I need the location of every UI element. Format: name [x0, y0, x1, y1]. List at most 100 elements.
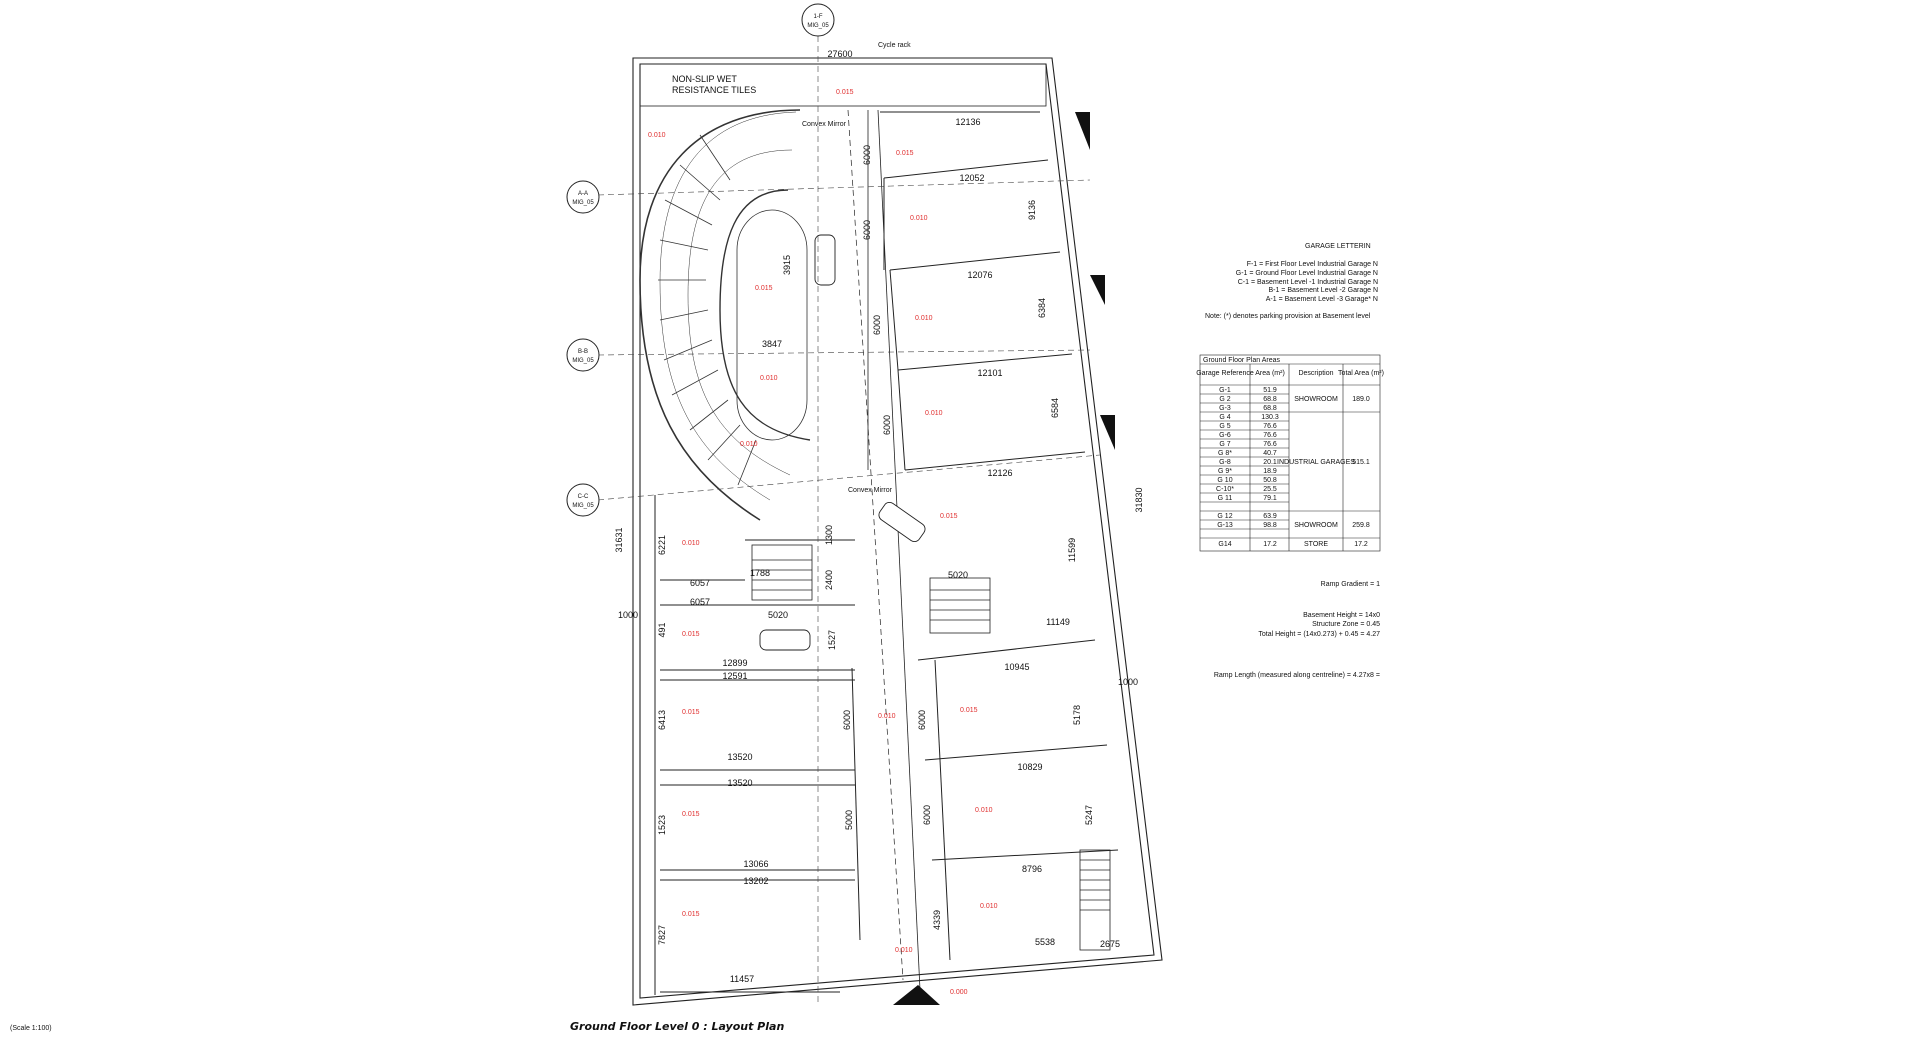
level-marker: 0.015 — [682, 631, 700, 638]
table-header: Garage Reference — [1196, 370, 1254, 377]
legend-note: Note: (*) denotes parking provision at B… — [1205, 313, 1371, 320]
table-cell: G 12 — [1217, 513, 1232, 520]
level-marker: 0.010 — [760, 375, 778, 382]
dimension-label: 2400 — [824, 570, 834, 590]
ramp-gradient: Ramp Gradient = 1 — [1321, 581, 1380, 588]
grid-bubble-letter: 1-F — [814, 14, 823, 20]
dimension-label: 6000 — [862, 145, 872, 165]
dimension-label: 1000 — [618, 610, 638, 620]
level-marker: 0.010 — [682, 540, 700, 547]
dimension-label: 3915 — [782, 255, 792, 275]
table-cell: G 2 — [1219, 396, 1230, 403]
table-cell: 50.8 — [1263, 477, 1277, 484]
dimension-label: 6384 — [1037, 298, 1047, 318]
area-table: Ground Floor Plan Areas Garage Reference… — [1196, 354, 1384, 552]
dimension-label: 6413 — [657, 710, 667, 730]
dimension-label: 11149 — [1046, 617, 1070, 627]
table-group-description: SHOWROOM — [1294, 396, 1338, 403]
grid-bubbles: 1-F MIG_05 A-A MIG_05 B-B MIG_05 C-C MIG… — [566, 3, 1101, 1005]
table-group-total: 17.2 — [1354, 541, 1368, 548]
dimension-label: 9136 — [1027, 200, 1037, 220]
dimension-label: 5020 — [948, 570, 968, 580]
convex-mirror-note: Convex Mirror — [848, 487, 893, 494]
section-arrow-icon — [1075, 112, 1090, 150]
table-cell: C-10* — [1216, 486, 1234, 493]
dimension-label: 6000 — [872, 315, 882, 335]
grid-bubble-ref: MIG_05 — [807, 23, 829, 29]
dimension-label: 13202 — [743, 876, 768, 886]
grid-bubble-ref: MIG_05 — [572, 503, 594, 509]
table-cell: 68.8 — [1263, 405, 1277, 412]
table-caption: Ground Floor Plan Areas — [1203, 357, 1281, 364]
dimension-label: 31830 — [1134, 487, 1144, 512]
level-marker: 0.010 — [740, 441, 758, 448]
dimension-label: 12899 — [722, 658, 747, 668]
legend-line: B-1 = Basement Level -2 Garage N — [1268, 287, 1378, 294]
table-header: Total Area (m²) — [1338, 370, 1384, 377]
car-icons — [759, 234, 926, 651]
level-marker: 0.000 — [950, 989, 968, 996]
dimension-label: 13066 — [743, 859, 768, 869]
dimension-label: 5178 — [1072, 705, 1082, 725]
dimension-label: 4339 — [932, 910, 942, 930]
table-cell: G-1 — [1219, 387, 1231, 394]
level-marker: 0.015 — [682, 709, 700, 716]
dimension-label: 11457 — [730, 974, 754, 984]
dimension-label: 27600 — [827, 49, 852, 59]
ramp-structure-zone: Structure Zone = 0.45 — [1312, 621, 1380, 628]
dimension-label: 1523 — [657, 815, 667, 835]
table-cell: 68.8 — [1263, 396, 1277, 403]
level-marker: 0.015 — [755, 285, 773, 292]
legend-line: A-1 = Basement Level -3 Garage* N — [1266, 296, 1378, 303]
grid-bubble-letter: A-A — [578, 191, 588, 197]
grid-bubble-letter: C-C — [578, 494, 589, 500]
table-cell: 130.3 — [1261, 414, 1279, 421]
legend-line: G-1 = Ground Floor Level Industrial Gara… — [1236, 270, 1378, 277]
cycle-rack-note: Cycle rack — [878, 42, 911, 49]
table-group-total: 259.8 — [1352, 522, 1370, 529]
table-cell: 76.6 — [1263, 441, 1277, 448]
grid-bubble: C-C MIG_05 — [566, 483, 600, 517]
dimension-label: 12136 — [955, 117, 980, 127]
level-marker: 0.010 — [895, 947, 913, 954]
level-marker: 0.010 — [975, 807, 993, 814]
ramp-total-height: Total Height = (14x0.273) + 0.45 = 4.27 — [1258, 631, 1380, 638]
dimension-label: 11599 — [1067, 538, 1077, 562]
ramp-length: Ramp Length (measured along centreline) … — [1214, 672, 1380, 679]
table-cell: 79.1 — [1263, 495, 1277, 502]
dimension-label: 6000 — [922, 805, 932, 825]
dimension-label: 13520 — [727, 752, 752, 762]
level-marker: 0.010 — [915, 315, 933, 322]
plan-title: Ground Floor Level 0 : Layout Plan — [570, 1020, 784, 1033]
grid-bubble: A-A MIG_05 — [566, 180, 600, 214]
dimension-label: 5247 — [1084, 805, 1094, 825]
dimension-label: 491 — [657, 622, 667, 637]
table-group-description: SHOWROOM — [1294, 522, 1338, 529]
grid-bubble: 1-F MIG_05 — [801, 3, 835, 37]
section-arrow-icon — [893, 985, 940, 1005]
table-cell: G 11 — [1218, 495, 1233, 502]
dimension-label: 5000 — [844, 810, 854, 830]
grid-bubble: B-B MIG_05 — [566, 338, 600, 372]
ramp-basement-height: Basement Height = 14x0 — [1303, 612, 1380, 619]
tiles-note: RESISTANCE TILES — [672, 85, 756, 95]
section-arrow-icon — [1090, 275, 1105, 305]
level-marker: 0.015 — [896, 150, 914, 157]
dimension-label: 6000 — [917, 710, 927, 730]
table-cell: G 9* — [1218, 468, 1232, 475]
table-header: Area (m²) — [1255, 370, 1285, 377]
table-cell: 17.2 — [1263, 541, 1277, 548]
dimension-label: 1300 — [824, 525, 834, 545]
dimension-label: 6000 — [842, 710, 852, 730]
table-cell: 18.9 — [1263, 468, 1277, 475]
dimension-label: 3847 — [762, 339, 782, 349]
car-icon — [878, 501, 926, 543]
convex-mirror-note: Convex Mirror — [802, 121, 847, 128]
dimension-label: 7827 — [657, 925, 667, 945]
dimension-label: 12126 — [987, 468, 1012, 478]
table-cell: 51.9 — [1263, 387, 1277, 394]
spiral-ramp — [639, 109, 811, 521]
section-arrows — [893, 112, 1115, 1005]
level-marker: 0.015 — [682, 911, 700, 918]
dimension-label: 6221 — [657, 535, 667, 555]
